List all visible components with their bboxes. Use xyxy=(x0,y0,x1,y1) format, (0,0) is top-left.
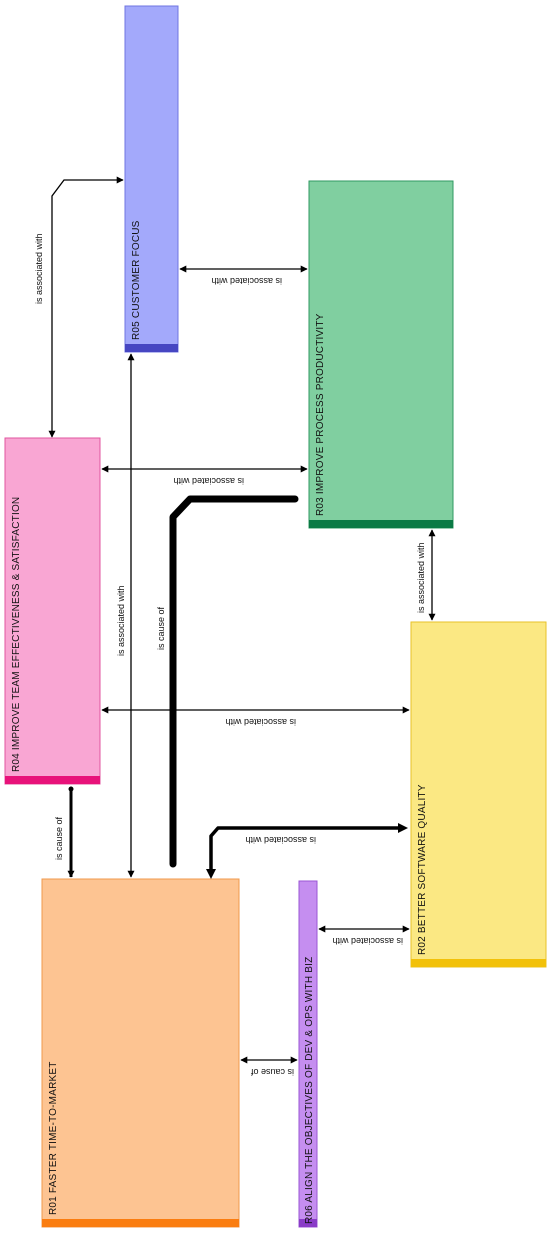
edge-r05-r03[interactable]: is associated with xyxy=(179,265,308,286)
edge-r05-r03-label: is associated with xyxy=(211,276,282,286)
edge-r04-r05-label: is associated with xyxy=(34,233,44,304)
node-r06[interactable]: R06 ALIGN THE OBJECTIVES OF DEV & OPS WI… xyxy=(298,880,318,1228)
node-r01-box xyxy=(41,878,240,1228)
edge-r04-r01[interactable]: is cause of xyxy=(54,786,75,878)
edge-r04-r05[interactable]: is associated with xyxy=(34,176,124,438)
edge-r06-r01[interactable]: is cause of xyxy=(240,1056,298,1077)
edge-r03-r02-label: is associated with xyxy=(416,542,426,613)
edge-r04-r01-label: is cause of xyxy=(54,816,64,860)
edge-r06-r02-label: is associated with xyxy=(332,936,403,946)
edge-r03-r01[interactable]: is cause of xyxy=(156,495,299,868)
edge-r02-r01-label: is associated with xyxy=(245,835,316,845)
node-r02-label: R02 BETTER SOFTWARE QUALITY xyxy=(417,784,428,955)
node-r02-box xyxy=(410,621,547,968)
node-r02[interactable]: R02 BETTER SOFTWARE QUALITY xyxy=(410,621,547,968)
node-r01-label: R01 FASTER TIME-TO-MARKET xyxy=(48,1061,59,1215)
node-r04[interactable]: R04 IMPROVE TEAM EFFECTIVENESS & SATISFA… xyxy=(4,437,101,785)
node-r04-bar xyxy=(5,776,100,784)
edge-r06-r01-label: is cause of xyxy=(250,1067,294,1077)
edge-r04-r03[interactable]: is associated with xyxy=(101,465,308,486)
node-r05[interactable]: R05 CUSTOMER FOCUS xyxy=(124,5,179,353)
node-r01[interactable]: R01 FASTER TIME-TO-MARKET xyxy=(41,878,240,1228)
edge-r02-r01[interactable]: is associated with xyxy=(206,823,408,879)
node-r01-bar xyxy=(42,1219,239,1227)
node-r05-label: R05 CUSTOMER FOCUS xyxy=(131,220,142,340)
node-r06-bar xyxy=(299,1219,317,1227)
edge-r06-r02[interactable]: is associated with xyxy=(318,925,410,946)
node-r06-label: R06 ALIGN THE OBJECTIVES OF DEV & OPS WI… xyxy=(304,957,315,1224)
edge-r04-r02[interactable]: is associated with xyxy=(101,706,410,727)
edge-r04-r03-label: is associated with xyxy=(173,476,244,486)
node-r05-box xyxy=(124,5,179,353)
node-r04-label: R04 IMPROVE TEAM EFFECTIVENESS & SATISFA… xyxy=(11,497,22,772)
node-r03-box xyxy=(308,180,454,529)
node-r05-bar xyxy=(125,344,178,352)
node-r02-bar xyxy=(411,959,546,967)
edge-r03-r01-label: is cause of xyxy=(156,606,166,650)
edge-r03-r02[interactable]: is associated with xyxy=(416,529,436,621)
edge-r05-r01[interactable]: is associated with xyxy=(116,353,135,878)
node-r03[interactable]: R03 IMPROVE PROCESS PRODUCTIVITY xyxy=(308,180,454,529)
node-r03-bar xyxy=(309,520,453,528)
edge-r04-r02-label: is associated with xyxy=(225,717,296,727)
node-r04-box xyxy=(4,437,101,785)
edge-r05-r01-label: is associated with xyxy=(116,585,126,656)
node-r03-label: R03 IMPROVE PROCESS PRODUCTIVITY xyxy=(315,313,326,516)
